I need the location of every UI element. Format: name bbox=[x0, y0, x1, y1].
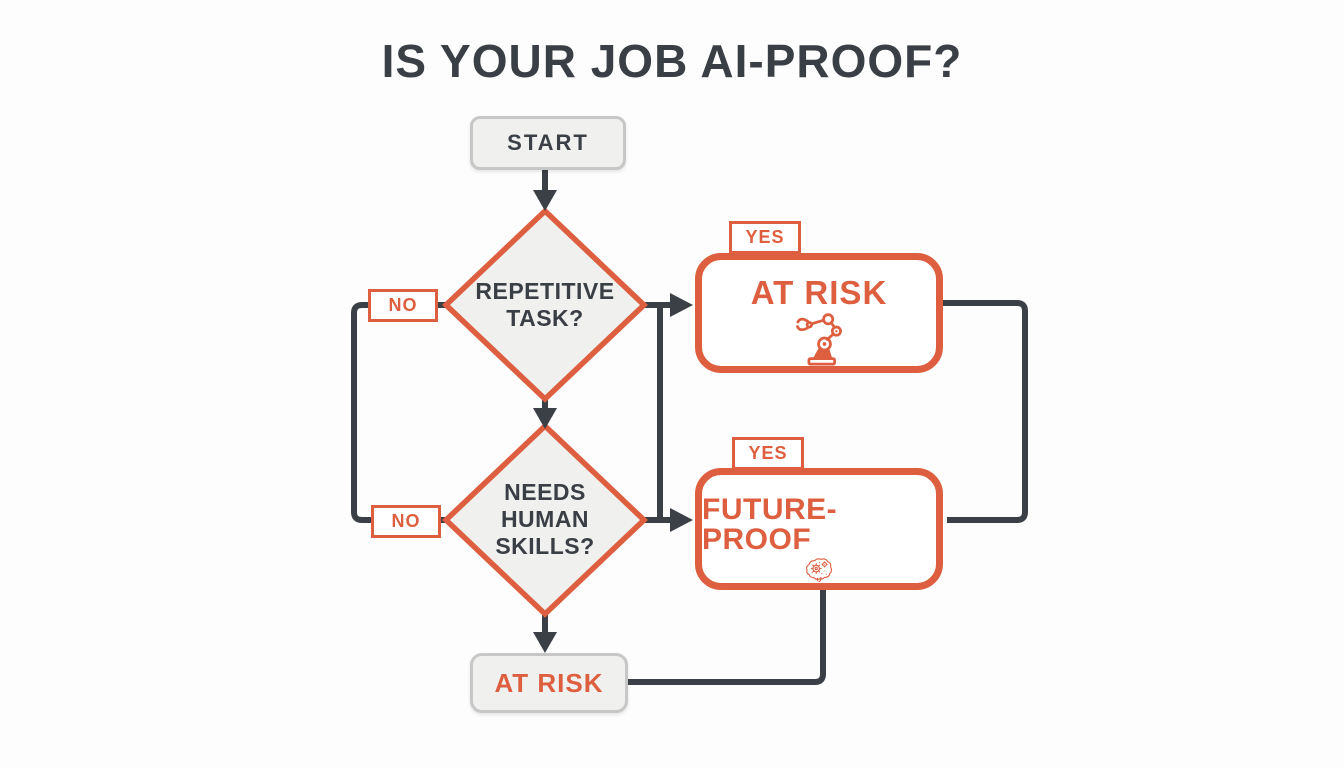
outcome-future-proof: FUTURE-PROOF bbox=[695, 468, 943, 590]
future-proof-label: FUTURE-PROOF bbox=[702, 493, 838, 556]
end-at-risk-label: AT RISK bbox=[494, 667, 604, 698]
edge-label-yes-repetitive: YES bbox=[729, 221, 801, 254]
at-risk-label: AT RISK bbox=[750, 274, 888, 311]
start-node: START bbox=[470, 116, 626, 170]
outcome-at-risk: AT RISK bbox=[695, 253, 943, 373]
robot-arm-icon bbox=[796, 313, 842, 366]
arrowhead-right-1 bbox=[670, 293, 693, 317]
arrowhead-down-3 bbox=[533, 632, 557, 653]
end-at-risk-node: AT RISK bbox=[470, 653, 628, 713]
arrowhead-right-2 bbox=[670, 508, 693, 532]
edge-atrisk-loop bbox=[943, 300, 1028, 523]
decision-repetitive-diamond bbox=[442, 207, 648, 403]
edge-futureproof-to-end bbox=[624, 590, 826, 685]
decision-human-skills-label: NEEDS HUMAN SKILLS? bbox=[495, 479, 595, 560]
edge-label-yes-human: YES bbox=[732, 437, 804, 470]
edge-label-no-repetitive: NO bbox=[368, 289, 438, 322]
edge-no-loop bbox=[351, 302, 448, 523]
edge-label-no-human: NO bbox=[371, 505, 441, 538]
decision-human-skills-diamond bbox=[442, 422, 648, 618]
page-title: IS YOUR JOB AI-PROOF? bbox=[381, 35, 963, 87]
arrowhead-down-2 bbox=[533, 408, 557, 429]
start-label: START bbox=[507, 130, 589, 155]
arrowhead-down-1 bbox=[533, 190, 557, 211]
decision-repetitive-label: REPETITIVE TASK? bbox=[475, 278, 615, 332]
brain-gears-icon bbox=[805, 558, 833, 583]
